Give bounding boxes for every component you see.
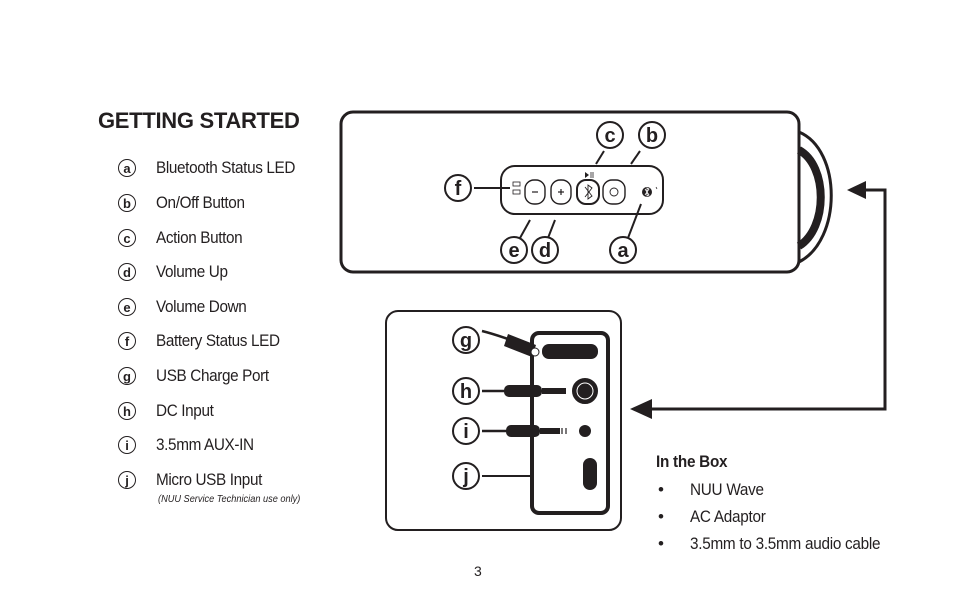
svg-text:d: d (539, 240, 551, 262)
legend-label: Volume Up (156, 262, 228, 281)
legend-badge: c (118, 229, 136, 247)
legend-badge: j (118, 471, 136, 489)
legend-label: DC Input (156, 401, 214, 420)
callout-badge-d: d (531, 236, 559, 264)
legend-badge: a (118, 159, 136, 177)
legend-badge: d (118, 263, 136, 281)
svg-text:i: i (463, 421, 469, 443)
legend-label: Battery Status LED (156, 331, 280, 350)
legend-item-c: c Action Button (118, 228, 252, 248)
dc-plug (504, 385, 542, 397)
aux-plug (506, 425, 540, 437)
page-number: 3 (474, 563, 482, 579)
legend-item-b: b On/Off Button (118, 193, 254, 213)
legend-item-j: j Micro USB Input (118, 470, 274, 490)
legend-label: USB Charge Port (156, 366, 269, 385)
legend-item-g: g USB Charge Port (118, 366, 281, 386)
usb-charge-port (542, 344, 598, 359)
legend-badge: g (118, 367, 136, 385)
callout-badge-f: f (444, 174, 472, 202)
callout-badge-i: i (452, 417, 480, 445)
arrowhead-left-bottom (630, 399, 652, 419)
power-icon (609, 187, 619, 197)
page-title: GETTING STARTED (98, 108, 300, 133)
legend-badge: e (118, 298, 136, 316)
list-item-text: AC Adaptor (690, 507, 766, 526)
svg-text:b: b (646, 125, 658, 147)
legend-label: 3.5mm AUX-IN (156, 435, 254, 454)
speaker-top-view (339, 110, 833, 274)
legend-badge: b (118, 194, 136, 212)
on-off-button[interactable] (602, 179, 626, 205)
battery-status-led-icon (512, 181, 521, 195)
svg-text:j: j (462, 466, 469, 488)
callout-badge-j: j (452, 462, 480, 490)
bluetooth-status-led (642, 186, 658, 197)
in-the-box-title: In the Box (656, 452, 728, 471)
bluetooth-icon (644, 187, 650, 197)
list-item-text: NUU Wave (690, 480, 764, 499)
callout-badge-e: e (500, 236, 528, 264)
legend-badge: f (118, 332, 136, 350)
callout-badge-h: h (452, 377, 480, 405)
volume-up-button[interactable] (550, 179, 572, 205)
legend-badge: h (118, 402, 136, 420)
legend-item-a: a Bluetooth Status LED (118, 158, 311, 178)
legend-label: Bluetooth Status LED (156, 158, 296, 177)
legend-note: (NUU Service Technician use only) (158, 494, 301, 505)
bullet: • (658, 534, 664, 553)
legend-item-i: i 3.5mm AUX-IN (118, 435, 265, 455)
legend-label: Volume Down (156, 297, 247, 316)
in-the-box-section: In the Box • NUU Wave • AC Adaptor • 3.5… (656, 452, 881, 553)
svg-text:e: e (508, 240, 519, 262)
svg-text:c: c (604, 125, 615, 147)
bullet: • (658, 507, 664, 526)
arrowhead-left-top (847, 181, 866, 199)
legend-label: Micro USB Input (156, 470, 262, 489)
svg-text:a: a (617, 240, 629, 262)
list-item-text: 3.5mm to 3.5mm audio cable (690, 534, 881, 553)
callout-badge-b: b (638, 121, 666, 149)
aux-in-port (579, 425, 591, 437)
callout-badge-a: a (609, 236, 637, 264)
usb-cable-plug (504, 334, 536, 357)
legend-item-h: h DC Input (118, 401, 220, 421)
callout-badge-c: c (596, 121, 624, 149)
micro-usb-port (583, 458, 597, 490)
action-button[interactable] (576, 172, 600, 205)
legend-label: On/Off Button (156, 193, 245, 212)
legend-item-f: f Battery Status LED (118, 331, 293, 351)
play-pause-icon (585, 172, 589, 178)
legend-item-d: d Volume Up (118, 262, 236, 282)
legend-item-e: e Volume Down (118, 297, 257, 317)
connector-arrow (634, 188, 887, 411)
svg-text:h: h (460, 381, 472, 403)
bullet: • (658, 480, 664, 499)
svg-text:f: f (455, 178, 462, 200)
svg-text:g: g (460, 330, 472, 352)
legend-badge: i (118, 436, 136, 454)
speaker-side-view (385, 310, 622, 531)
volume-down-button[interactable] (524, 179, 546, 205)
legend-label: Action Button (156, 228, 243, 247)
callout-badge-g: g (452, 326, 480, 354)
